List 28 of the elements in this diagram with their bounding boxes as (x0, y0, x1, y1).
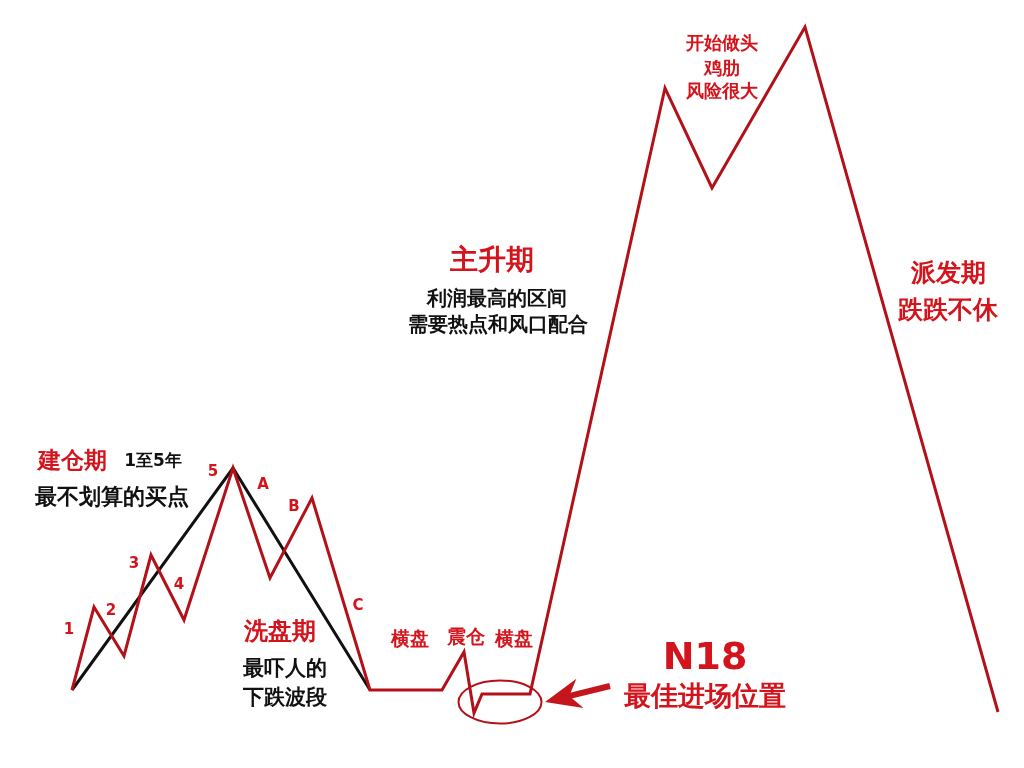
phase-note: 跌跌不休 (898, 295, 998, 325)
wave-letter: A (257, 476, 269, 494)
stage-note: 风险很大 (686, 80, 758, 102)
phase-note: 利润最高的区间 (427, 286, 567, 310)
stage-note: 开始做头 (686, 32, 758, 54)
phase-note: 最吓人的下跌波段 (243, 655, 329, 711)
callout-note: 最佳进场位置 (623, 679, 787, 713)
duration-note: 1至5年 (124, 451, 182, 471)
wave-number: 1 (63, 621, 75, 639)
phase-note: 需要热点和风口配合 (408, 312, 588, 336)
stage-label: 横盘 (391, 628, 429, 650)
wave-number: 2 (105, 602, 117, 620)
callout-title: N18 (661, 634, 749, 678)
wave-number: 4 (173, 576, 185, 594)
phase-note: 最不划算的买点 (35, 484, 189, 510)
stage-note: 鸡肋 (704, 57, 740, 79)
wave-letter: C (352, 597, 364, 615)
wave-number: 5 (207, 463, 219, 481)
phase-title: 派发期 (910, 258, 986, 288)
stage-label: 横盘 (495, 628, 533, 650)
arrow (545, 678, 611, 708)
phase-title: 建仓期 (37, 446, 107, 474)
stage-label: 震仓 (447, 626, 485, 648)
phase-title: 洗盘期 (244, 618, 316, 646)
phase-title: 主升期 (450, 243, 534, 277)
wave-letter: B (288, 498, 300, 516)
highlight-ellipse (457, 679, 543, 725)
wave-number: 3 (128, 555, 140, 573)
